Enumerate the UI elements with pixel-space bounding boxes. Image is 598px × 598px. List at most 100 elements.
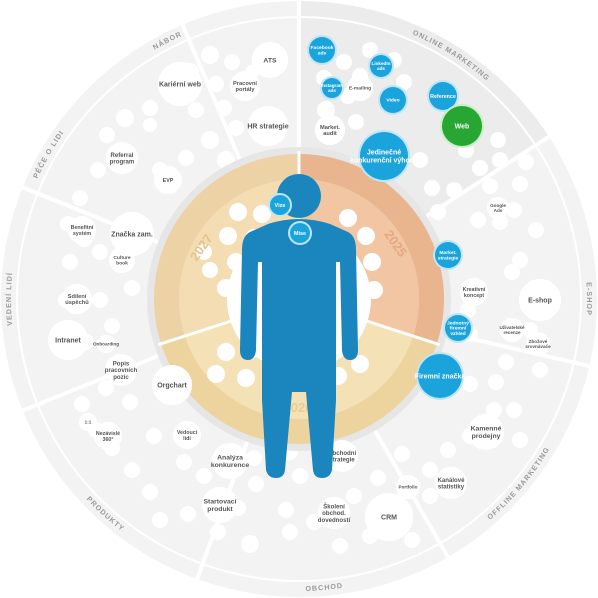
small-bubble <box>462 376 478 392</box>
online-marketing-sector <box>299 1 549 217</box>
inner-bubble <box>357 227 375 245</box>
small-bubble <box>362 42 378 58</box>
one_to_one-node <box>79 413 97 431</box>
small-bubble <box>498 354 514 370</box>
inner-bubble <box>351 355 369 373</box>
portfolio-label: Portfolio <box>399 485 418 490</box>
referral-node <box>106 142 138 174</box>
small-bubble <box>336 54 352 70</box>
small-bubble <box>422 488 438 504</box>
small-bubble <box>306 514 322 530</box>
karierni_web-label: Kariérní web <box>159 81 201 88</box>
small-bubble <box>470 212 486 228</box>
small-bubble <box>460 302 476 318</box>
small-bubble <box>201 46 219 64</box>
vize-label: Vize <box>275 203 286 209</box>
small-bubble <box>92 244 108 260</box>
kreativni-node <box>460 278 488 306</box>
small-bubble <box>124 280 140 296</box>
small-bubble <box>482 178 498 194</box>
zbozove-node <box>526 332 550 356</box>
small-bubble <box>208 76 224 92</box>
small-bubble <box>370 470 386 486</box>
year-ring-2027-outer <box>154 154 299 344</box>
small-bubble <box>430 204 446 220</box>
small-bubble <box>248 476 264 492</box>
orgchart-node <box>152 365 192 405</box>
small-bubble <box>122 394 138 410</box>
web-node <box>442 106 482 146</box>
year-sector-2025 <box>299 179 419 337</box>
small-bubble <box>201 131 219 149</box>
hr_strategie-label: HR strategie <box>247 123 288 130</box>
small-bubble <box>504 264 520 280</box>
jednotny-node <box>445 315 471 341</box>
small-bubble <box>241 535 259 553</box>
uzivatelske-node <box>500 318 524 342</box>
small-bubble <box>278 502 294 518</box>
inner-bubble <box>253 205 271 223</box>
jedinecne-node <box>360 132 408 180</box>
vedouci-node <box>173 421 201 449</box>
inner-bubble <box>217 343 235 361</box>
market_strategie-node <box>435 242 461 268</box>
nezavisle-node <box>94 422 122 450</box>
crm-label: CRM <box>381 514 397 521</box>
small-bubble <box>99 127 115 143</box>
crm-node <box>365 493 413 541</box>
small-bubble <box>180 506 196 522</box>
small-bubble <box>178 150 194 166</box>
small-bubble <box>142 484 158 500</box>
small-bubble <box>440 442 456 458</box>
small-bubble <box>224 54 240 70</box>
market_audit-node <box>315 115 345 145</box>
inner-bubble <box>202 262 218 278</box>
small-bubble <box>104 318 120 334</box>
inner-bubble <box>363 253 381 271</box>
portfolio-node <box>396 475 420 499</box>
small-bubble <box>216 100 232 116</box>
small-bubble <box>348 114 364 130</box>
evp-node <box>154 166 182 194</box>
evp-label: EVP <box>163 178 174 184</box>
small-bubble <box>124 462 140 478</box>
hr_strategie-node <box>248 106 288 146</box>
small-bubble <box>142 100 158 116</box>
small-bubble <box>506 202 522 218</box>
small-bubble <box>196 468 212 484</box>
benefitni-node <box>68 216 96 244</box>
facebook-node <box>309 37 335 63</box>
small-bubble <box>490 132 506 148</box>
small-bubble <box>72 190 88 206</box>
vize-bubble <box>270 195 290 215</box>
reference-label: Reference <box>430 94 456 100</box>
web-label: Web <box>455 123 470 130</box>
small-bubble <box>506 402 522 418</box>
ats-label: ATS <box>263 57 277 64</box>
small-bubble <box>188 102 204 118</box>
startovaci-node <box>202 487 238 523</box>
firemni_znacka-node <box>418 354 462 398</box>
market_strategie-label: Market.strategie <box>438 250 459 261</box>
year-ring-2025-outer <box>299 154 444 344</box>
sector-divider <box>180 23 242 160</box>
small-bubble <box>446 182 462 198</box>
small-bubble <box>146 428 162 444</box>
mise-bubble <box>290 223 310 243</box>
label-ring-border <box>16 16 582 582</box>
one_to_one-label: 1:1 <box>85 420 92 425</box>
small-bubble <box>62 254 78 270</box>
inner-bubble <box>237 369 255 387</box>
small-bubble <box>512 432 528 448</box>
